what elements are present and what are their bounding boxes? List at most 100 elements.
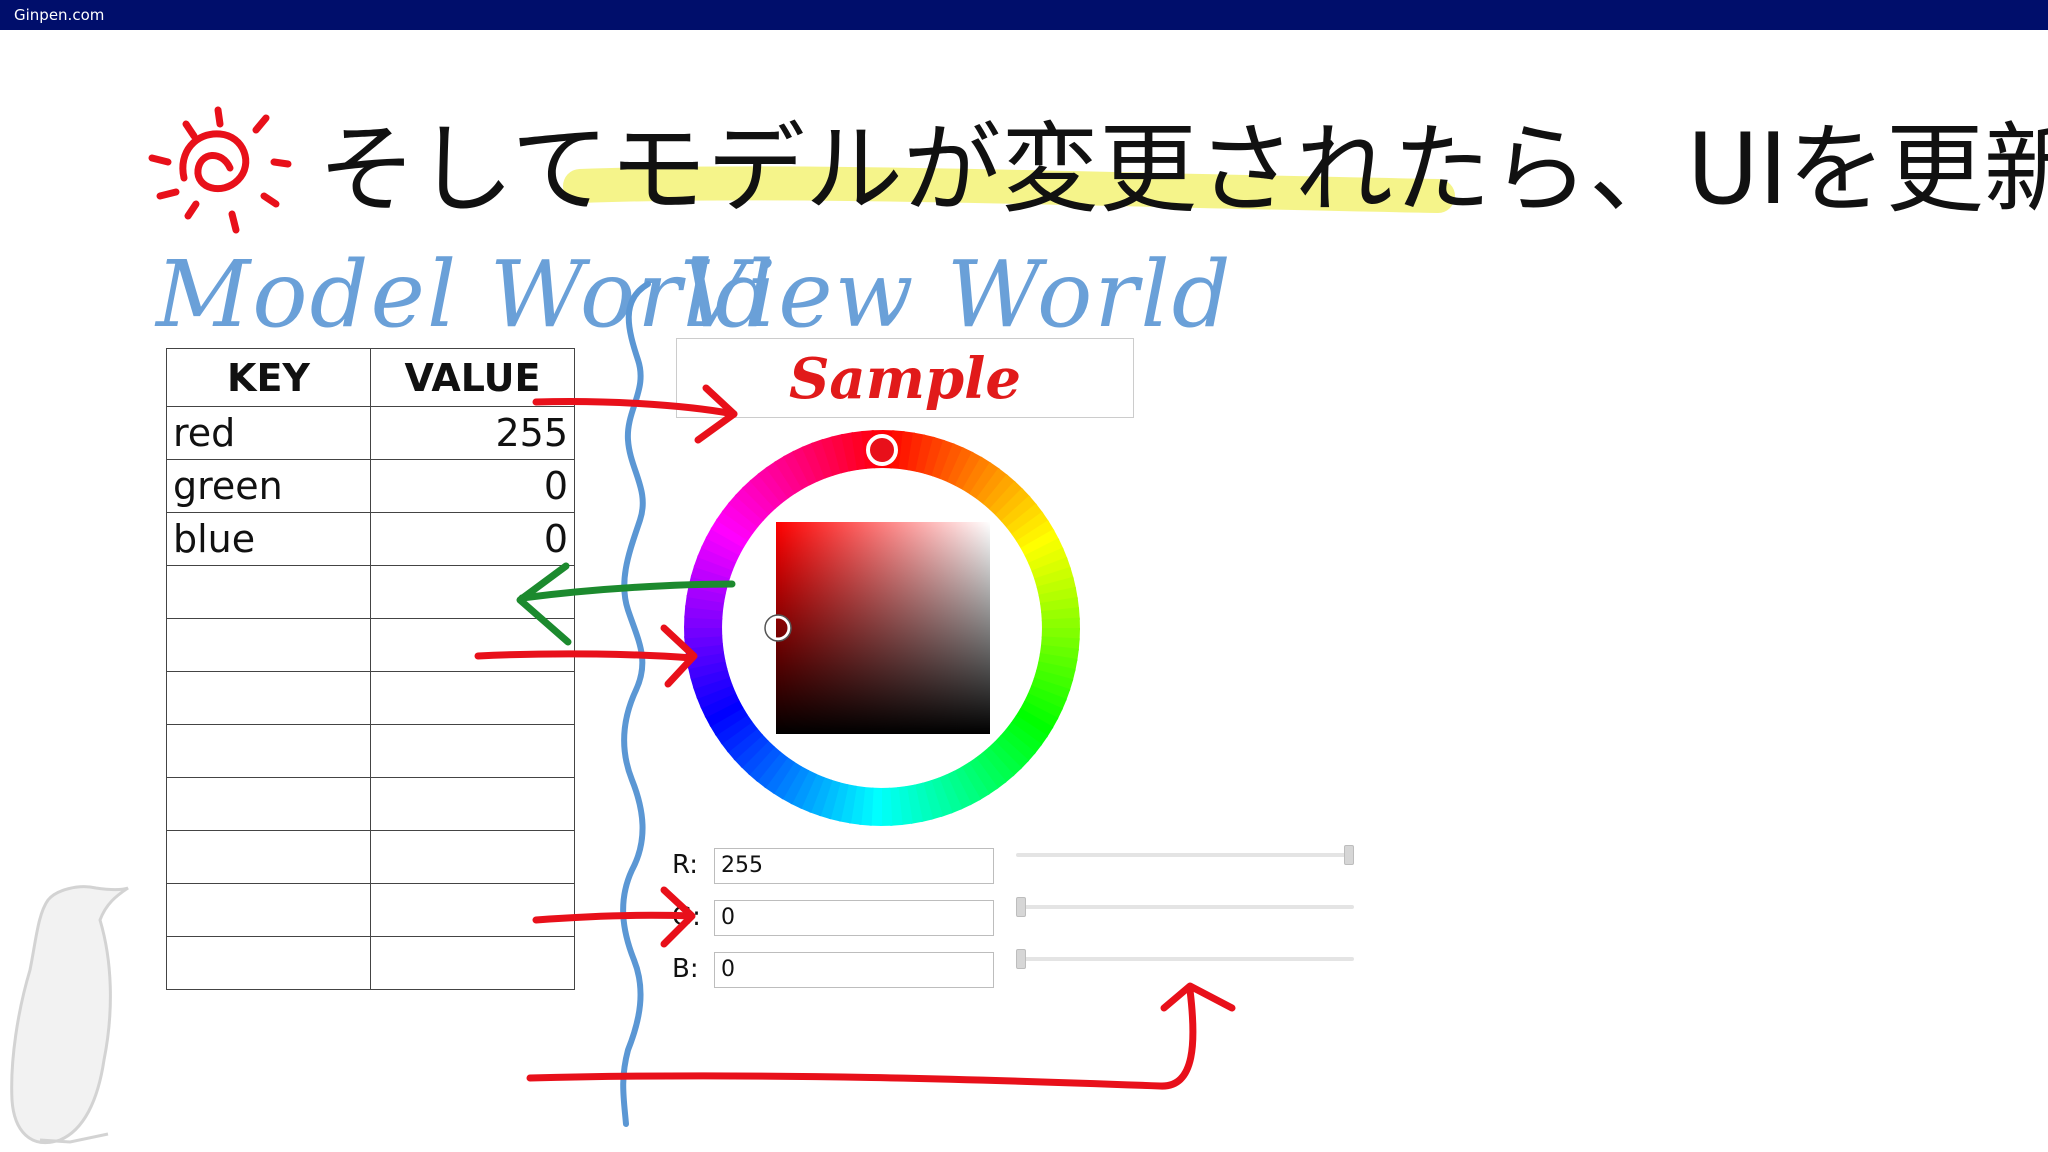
slider-thumb[interactable] xyxy=(1016,897,1026,917)
sv-handle[interactable] xyxy=(765,615,791,641)
hue-ring-segment xyxy=(820,436,843,476)
arrow-head xyxy=(516,562,572,646)
hue-ring-segment xyxy=(781,765,810,805)
hue-ring-segment xyxy=(974,752,1007,790)
arrow-picker-to-model xyxy=(518,580,736,602)
hue-ring-segment xyxy=(811,439,835,479)
hue-ring-segment xyxy=(1024,538,1064,565)
hue-ring-segment xyxy=(747,745,782,782)
rgb-input-blue[interactable]: 0 xyxy=(714,952,994,988)
hue-ring-segment xyxy=(828,782,849,822)
arrow-model-to-fields xyxy=(532,911,694,924)
slider-thumb[interactable] xyxy=(1344,845,1354,865)
table-header-row: KEY VALUE xyxy=(166,348,575,407)
hue-ring-segment xyxy=(960,762,990,801)
hue-ring-segment xyxy=(705,527,745,556)
table-cell-key xyxy=(166,724,371,778)
hue-ring-segment xyxy=(1036,661,1076,682)
slider-thumb[interactable] xyxy=(1016,949,1026,969)
hue-ring-segment xyxy=(685,594,725,612)
hue-ring-segment xyxy=(686,584,726,603)
hue-ring-segment xyxy=(999,728,1036,763)
hue-ring-segment xyxy=(726,727,764,761)
slider-green[interactable] xyxy=(1016,897,1354,917)
table-row xyxy=(166,618,575,672)
hue-ring[interactable] xyxy=(684,430,1080,826)
arrow-head xyxy=(1160,982,1236,1012)
hue-ring-segment xyxy=(809,776,833,817)
hue-ring-segment xyxy=(931,439,955,480)
hue-ring-segment xyxy=(714,713,753,745)
hue-ring-segment xyxy=(1015,708,1054,738)
hue-ring-segment xyxy=(989,480,1024,517)
table-row xyxy=(166,830,575,884)
table-header-value: VALUE xyxy=(370,348,575,407)
hue-ring-segment xyxy=(774,455,804,494)
hue-ring-segment xyxy=(783,450,811,490)
hue-ring-segment xyxy=(1016,520,1055,550)
table-row xyxy=(166,671,575,725)
hue-ring-segment xyxy=(945,770,972,810)
hue-ring-segment xyxy=(721,501,759,534)
hue-ring-segment xyxy=(728,493,765,528)
slider-track xyxy=(1016,905,1354,909)
table-cell-value: 255 xyxy=(370,406,575,460)
arrow-model-to-sliders xyxy=(526,986,1197,1090)
hue-ring-segment xyxy=(684,634,723,649)
hue-ring-segment xyxy=(1039,644,1079,662)
hue-ring-segment xyxy=(967,757,999,796)
view-world-label: View World xyxy=(680,241,1233,348)
hue-ring-segment xyxy=(709,706,748,736)
hue-ring-segment xyxy=(1011,511,1050,543)
hue-ring-segment xyxy=(818,779,841,820)
hue-ring-segment xyxy=(921,780,944,820)
table-row xyxy=(166,883,575,937)
hue-ring-segment xyxy=(923,436,946,477)
hue-ring-segment xyxy=(1010,715,1049,747)
hue-ring-segment xyxy=(1005,722,1043,755)
model-world-label: Model World xyxy=(156,241,776,348)
hue-ring-segment xyxy=(969,461,1001,500)
hue-ring-segment xyxy=(981,746,1015,784)
hue-ring-segment xyxy=(976,467,1009,505)
hue-ring-segment xyxy=(710,518,749,548)
hue-handle[interactable] xyxy=(866,434,898,466)
hue-ring-segment xyxy=(704,699,744,727)
arrow-model-to-sample xyxy=(532,398,738,418)
rgb-input-red[interactable]: 255 xyxy=(714,848,994,884)
slider-blue[interactable] xyxy=(1016,949,1354,969)
arrow-head xyxy=(660,624,698,688)
hue-ring-segment xyxy=(838,784,857,824)
hue-ring-segment xyxy=(1006,503,1044,536)
table-cell-key xyxy=(166,830,371,884)
hue-ring-segment xyxy=(993,735,1030,770)
sample-text: Sample xyxy=(788,346,1022,412)
table-cell-value xyxy=(370,618,575,672)
arrow-head xyxy=(694,384,738,444)
hue-ring-segment xyxy=(1034,566,1074,589)
hue-ring-segment xyxy=(757,466,790,504)
hue-ring-segment xyxy=(953,766,981,806)
arrow-head xyxy=(660,886,696,948)
hue-ring-segment xyxy=(715,509,754,541)
hue-ring-segment xyxy=(962,456,992,495)
table-cell-key xyxy=(166,618,371,672)
table-cell-value xyxy=(370,671,575,725)
hue-ring-segment xyxy=(1019,700,1059,729)
hue-ring-segment xyxy=(1000,495,1038,529)
hue-ring-segment xyxy=(987,741,1023,777)
table-cell-key: blue xyxy=(166,512,371,566)
rgb-label-red: R: xyxy=(672,850,699,880)
hue-ring-segment xyxy=(734,486,771,521)
table-cell-key xyxy=(166,936,371,990)
hue-ring-segment xyxy=(947,447,974,487)
hue-ring-segment xyxy=(740,739,775,776)
rgb-input-green[interactable]: 0 xyxy=(714,900,994,936)
slider-red[interactable] xyxy=(1016,845,1354,865)
hue-ring-segment xyxy=(937,774,963,814)
